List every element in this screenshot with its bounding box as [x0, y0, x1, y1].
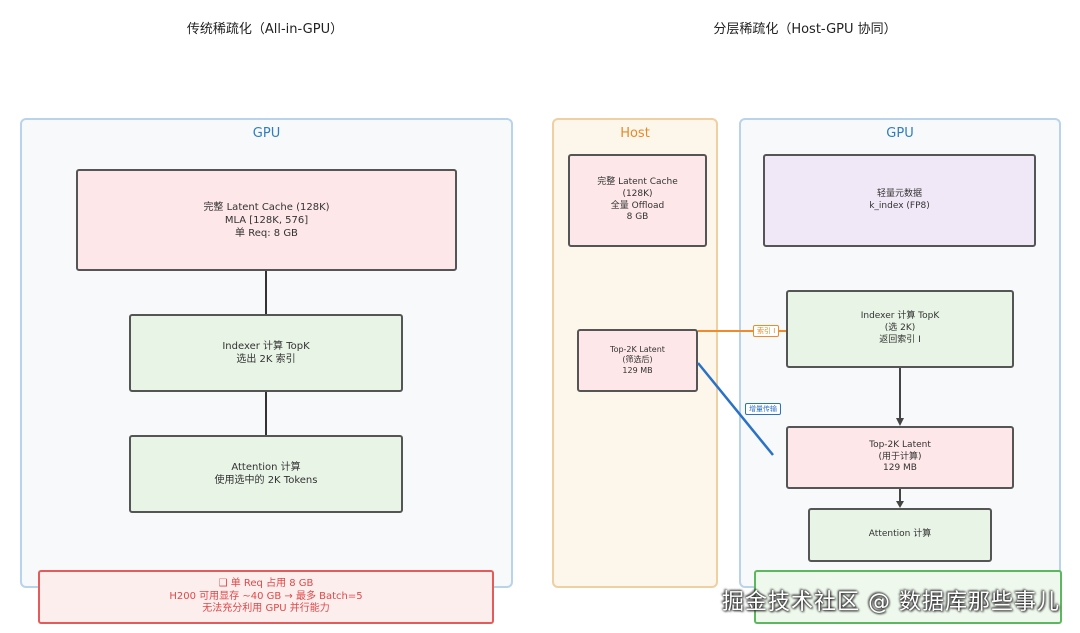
host-cache-line-1: 完整 Latent Cache — [597, 177, 678, 188]
right-attention-box: Attention 计算 — [808, 508, 992, 562]
transfer-tag: 增量传输 — [745, 403, 781, 415]
right-indexer-line-2: (选 2K) — [884, 323, 916, 334]
left-cache-line-1: 完整 Latent Cache (128K) — [203, 201, 330, 213]
left-limitation-note: ❑ 单 Req 占用 8 GB H200 可用显存 ~40 GB → 最多 Ba… — [38, 570, 494, 624]
left-attention-line-2: 使用选中的 2K Tokens — [214, 475, 318, 486]
host-cache-line-2: (128K) — [622, 188, 653, 199]
left-note-line-2: H200 可用显存 ~40 GB → 最多 Batch=5 — [169, 590, 363, 602]
right-gpu-label: GPU — [886, 126, 914, 141]
right-indexer-box: Indexer 计算 TopK (选 2K) 返回索引 I — [786, 290, 1014, 368]
gpu-top2k-box: Top-2K Latent (用于计算) 129 MB — [786, 426, 1014, 489]
host-top2k-line-1: Top-2K Latent — [610, 344, 665, 354]
left-note-line-3: 无法充分利用 GPU 并行能力 — [202, 603, 330, 615]
transfer-arrow-line — [697, 362, 774, 456]
right-indexer-line-1: Indexer 计算 TopK — [860, 311, 940, 322]
metadata-line-2: k_index (FP8) — [869, 200, 930, 211]
host-top2k-line-2: (筛选后) — [622, 355, 653, 365]
right-indexer-line-3: 返回索引 I — [879, 334, 921, 345]
gpu-top2k-line-3: 129 MB — [883, 463, 917, 474]
left-cache-line-3: 单 Req: 8 GB — [235, 227, 298, 239]
host-cache-line-4: 8 GB — [626, 212, 649, 223]
host-label: Host — [620, 126, 650, 141]
right-diagram-title: 分层稀疏化（Host-GPU 协同） — [713, 22, 897, 37]
indexer-to-topk-arrowhead — [896, 418, 904, 426]
index-tag: 索引 I — [753, 325, 780, 337]
metadata-box: 轻量元数据 k_index (FP8) — [763, 154, 1036, 247]
left-attention-line-1: Attention 计算 — [231, 462, 301, 473]
right-attention-line-1: Attention 计算 — [868, 529, 932, 540]
left-cache-line-2: MLA [128K, 576] — [224, 214, 309, 226]
watermark: 掘金技术社区 @ 数据库那些事儿 — [722, 590, 1060, 615]
host-top2k-box: Top-2K Latent (筛选后) 129 MB — [577, 329, 698, 392]
left-note-line-1: ❑ 单 Req 占用 8 GB — [218, 578, 314, 590]
left-indexer-line-1: Indexer 计算 TopK — [222, 341, 310, 352]
right-benefit-note — [754, 570, 1062, 624]
host-latent-cache-box: 完整 Latent Cache (128K) 全量 Offload 8 GB — [568, 154, 707, 247]
gpu-top2k-line-2: (用于计算) — [878, 451, 922, 462]
left-indexer-line-2: 选出 2K 索引 — [236, 354, 296, 365]
host-top2k-line-3: 129 MB — [622, 365, 653, 375]
left-gpu-label: GPU — [252, 126, 281, 141]
left-indexer-box: Indexer 计算 TopK 选出 2K 索引 — [129, 314, 403, 392]
left-latent-cache-box: 完整 Latent Cache (128K) MLA [128K, 576] 单… — [76, 169, 457, 271]
left-diagram-title: 传统稀疏化（All-in-GPU） — [186, 22, 344, 37]
metadata-line-1: 轻量元数据 — [876, 188, 922, 199]
left-attention-box: Attention 计算 使用选中的 2K Tokens — [129, 435, 403, 513]
topk-to-attention-arrowhead — [896, 501, 904, 508]
host-cache-line-3: 全量 Offload — [610, 200, 665, 211]
gpu-top2k-line-1: Top-2K Latent — [869, 439, 931, 450]
